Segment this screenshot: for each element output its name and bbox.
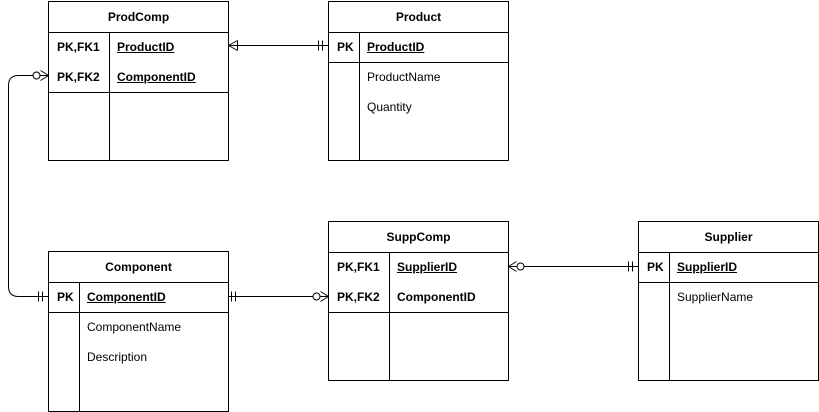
one-mandatory-icon xyxy=(231,291,236,302)
column-divider xyxy=(79,282,80,411)
attribute-row: Quantity xyxy=(329,92,508,122)
entity-title: Supplier xyxy=(639,222,818,253)
entity-component[interactable]: Component PK ComponentID ComponentName D… xyxy=(48,251,229,412)
attribute-name: ComponentName xyxy=(87,320,182,334)
field-name: ProductID xyxy=(117,40,175,54)
key-section xyxy=(329,252,508,313)
key-label: PK xyxy=(57,290,74,304)
key-section xyxy=(639,252,818,283)
key-row: PK ProductID xyxy=(329,32,508,62)
one-mandatory-icon xyxy=(38,291,43,302)
entity-supplier[interactable]: Supplier PK SupplierID SupplierName xyxy=(638,221,819,381)
field-name: SupplierID xyxy=(397,260,458,274)
entity-title: Component xyxy=(49,252,228,283)
one-mandatory-icon xyxy=(318,40,323,51)
key-row: PK ComponentID xyxy=(49,282,228,312)
field-name: ComponentID xyxy=(397,290,476,304)
entity-title: ProdComp xyxy=(49,2,228,33)
key-label: PK xyxy=(337,40,354,54)
attribute-row: ProductName xyxy=(329,62,508,92)
key-label: PK,FK1 xyxy=(57,40,100,54)
one-mandatory-icon xyxy=(628,261,633,272)
column-divider xyxy=(109,32,110,160)
column-divider xyxy=(389,252,390,380)
field-name: ProductID xyxy=(367,40,425,54)
rel-prodcomp-component-line xyxy=(8,75,49,297)
entity-product[interactable]: Product PK ProductID ProductName Quantit… xyxy=(328,1,509,161)
attribute-row: Description xyxy=(49,342,228,372)
attribute-row: ComponentName xyxy=(49,312,228,342)
crowfoot-zero-many-icon xyxy=(40,70,49,81)
attribute-name: ProductName xyxy=(367,70,441,84)
key-section xyxy=(49,282,228,313)
entity-title: SuppComp xyxy=(329,222,508,253)
key-label: PK,FK1 xyxy=(337,260,380,274)
field-name: SupplierID xyxy=(677,260,738,274)
key-label: PK xyxy=(647,260,664,274)
key-section xyxy=(49,32,228,93)
key-label: PK,FK2 xyxy=(337,290,380,304)
crowfoot-zero-many-icon xyxy=(320,291,329,302)
entity-prodcomp[interactable]: ProdComp PK,FK1 ProductID PK,FK2 Compone… xyxy=(48,1,229,161)
crowfoot-zero-many-icon xyxy=(508,261,517,272)
key-row: PK SupplierID xyxy=(639,252,818,282)
column-divider xyxy=(359,32,360,160)
zero-circle-icon xyxy=(312,292,321,301)
crowfoot-many-icon xyxy=(228,40,238,51)
zero-circle-icon xyxy=(516,262,525,271)
field-name: ComponentID xyxy=(117,70,196,84)
attribute-name: SupplierName xyxy=(677,290,754,304)
zero-circle-icon xyxy=(32,71,41,80)
field-name: ComponentID xyxy=(87,290,166,304)
entity-suppcomp[interactable]: SuppComp PK,FK1 SupplierID PK,FK2 Compon… xyxy=(328,221,509,381)
key-row: PK,FK2 ComponentID xyxy=(49,62,228,92)
entity-title: Product xyxy=(329,2,508,33)
attribute-name: Quantity xyxy=(367,100,412,114)
key-row: PK,FK1 ProductID xyxy=(49,32,228,62)
attribute-row: SupplierName xyxy=(639,282,818,312)
key-row: PK,FK2 ComponentID xyxy=(329,282,508,312)
column-divider xyxy=(669,252,670,380)
key-label: PK,FK2 xyxy=(57,70,100,84)
key-row: PK,FK1 SupplierID xyxy=(329,252,508,282)
key-section xyxy=(329,32,508,63)
attribute-name: Description xyxy=(87,350,148,364)
